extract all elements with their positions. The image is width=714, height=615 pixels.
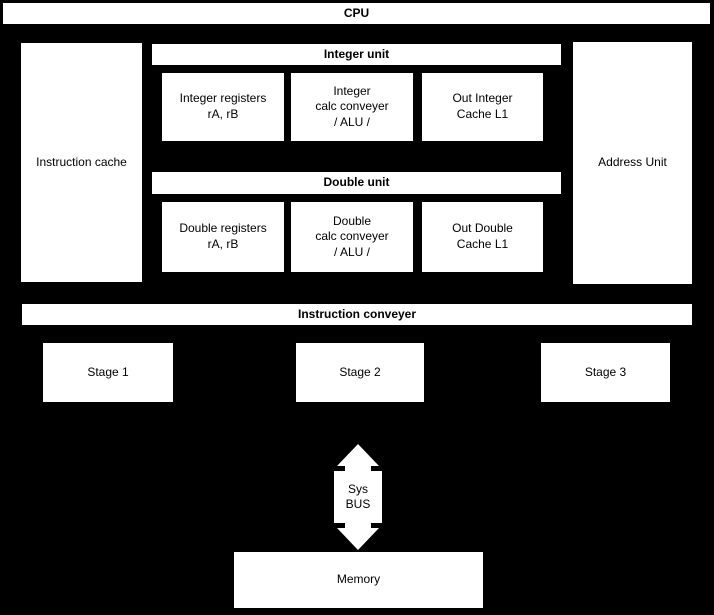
memory-box: Memory bbox=[234, 552, 483, 608]
double-unit-header: Double unit bbox=[152, 172, 561, 194]
cpu-header: CPU bbox=[3, 3, 710, 24]
integer-unit-header: Integer unit bbox=[152, 44, 561, 65]
double-calc-conveyer-box: Double calc conveyer / ALU / bbox=[291, 202, 413, 272]
double-registers-box: Double registers rA, rB bbox=[162, 202, 284, 272]
stage-1-box: Stage 1 bbox=[43, 343, 173, 402]
out-integer-cache-box: Out Integer Cache L1 bbox=[422, 73, 543, 141]
sys-bus-label: Sys BUS bbox=[345, 482, 371, 511]
out-double-cache-box: Out Double Cache L1 bbox=[422, 202, 543, 272]
instruction-conveyer-header: Instruction conveyer bbox=[22, 304, 692, 325]
stage-2-box: Stage 2 bbox=[296, 343, 424, 402]
stage-3-box: Stage 3 bbox=[541, 343, 670, 402]
double-arrow-icon bbox=[334, 444, 382, 550]
integer-calc-conveyer-box: Integer calc conveyer / ALU / bbox=[291, 73, 413, 141]
sys-bus: Sys BUS bbox=[334, 444, 382, 550]
address-unit-box: Address Unit bbox=[573, 42, 692, 284]
instruction-cache-box: Instruction cache bbox=[21, 43, 142, 282]
integer-registers-box: Integer registers rA, rB bbox=[162, 73, 284, 141]
